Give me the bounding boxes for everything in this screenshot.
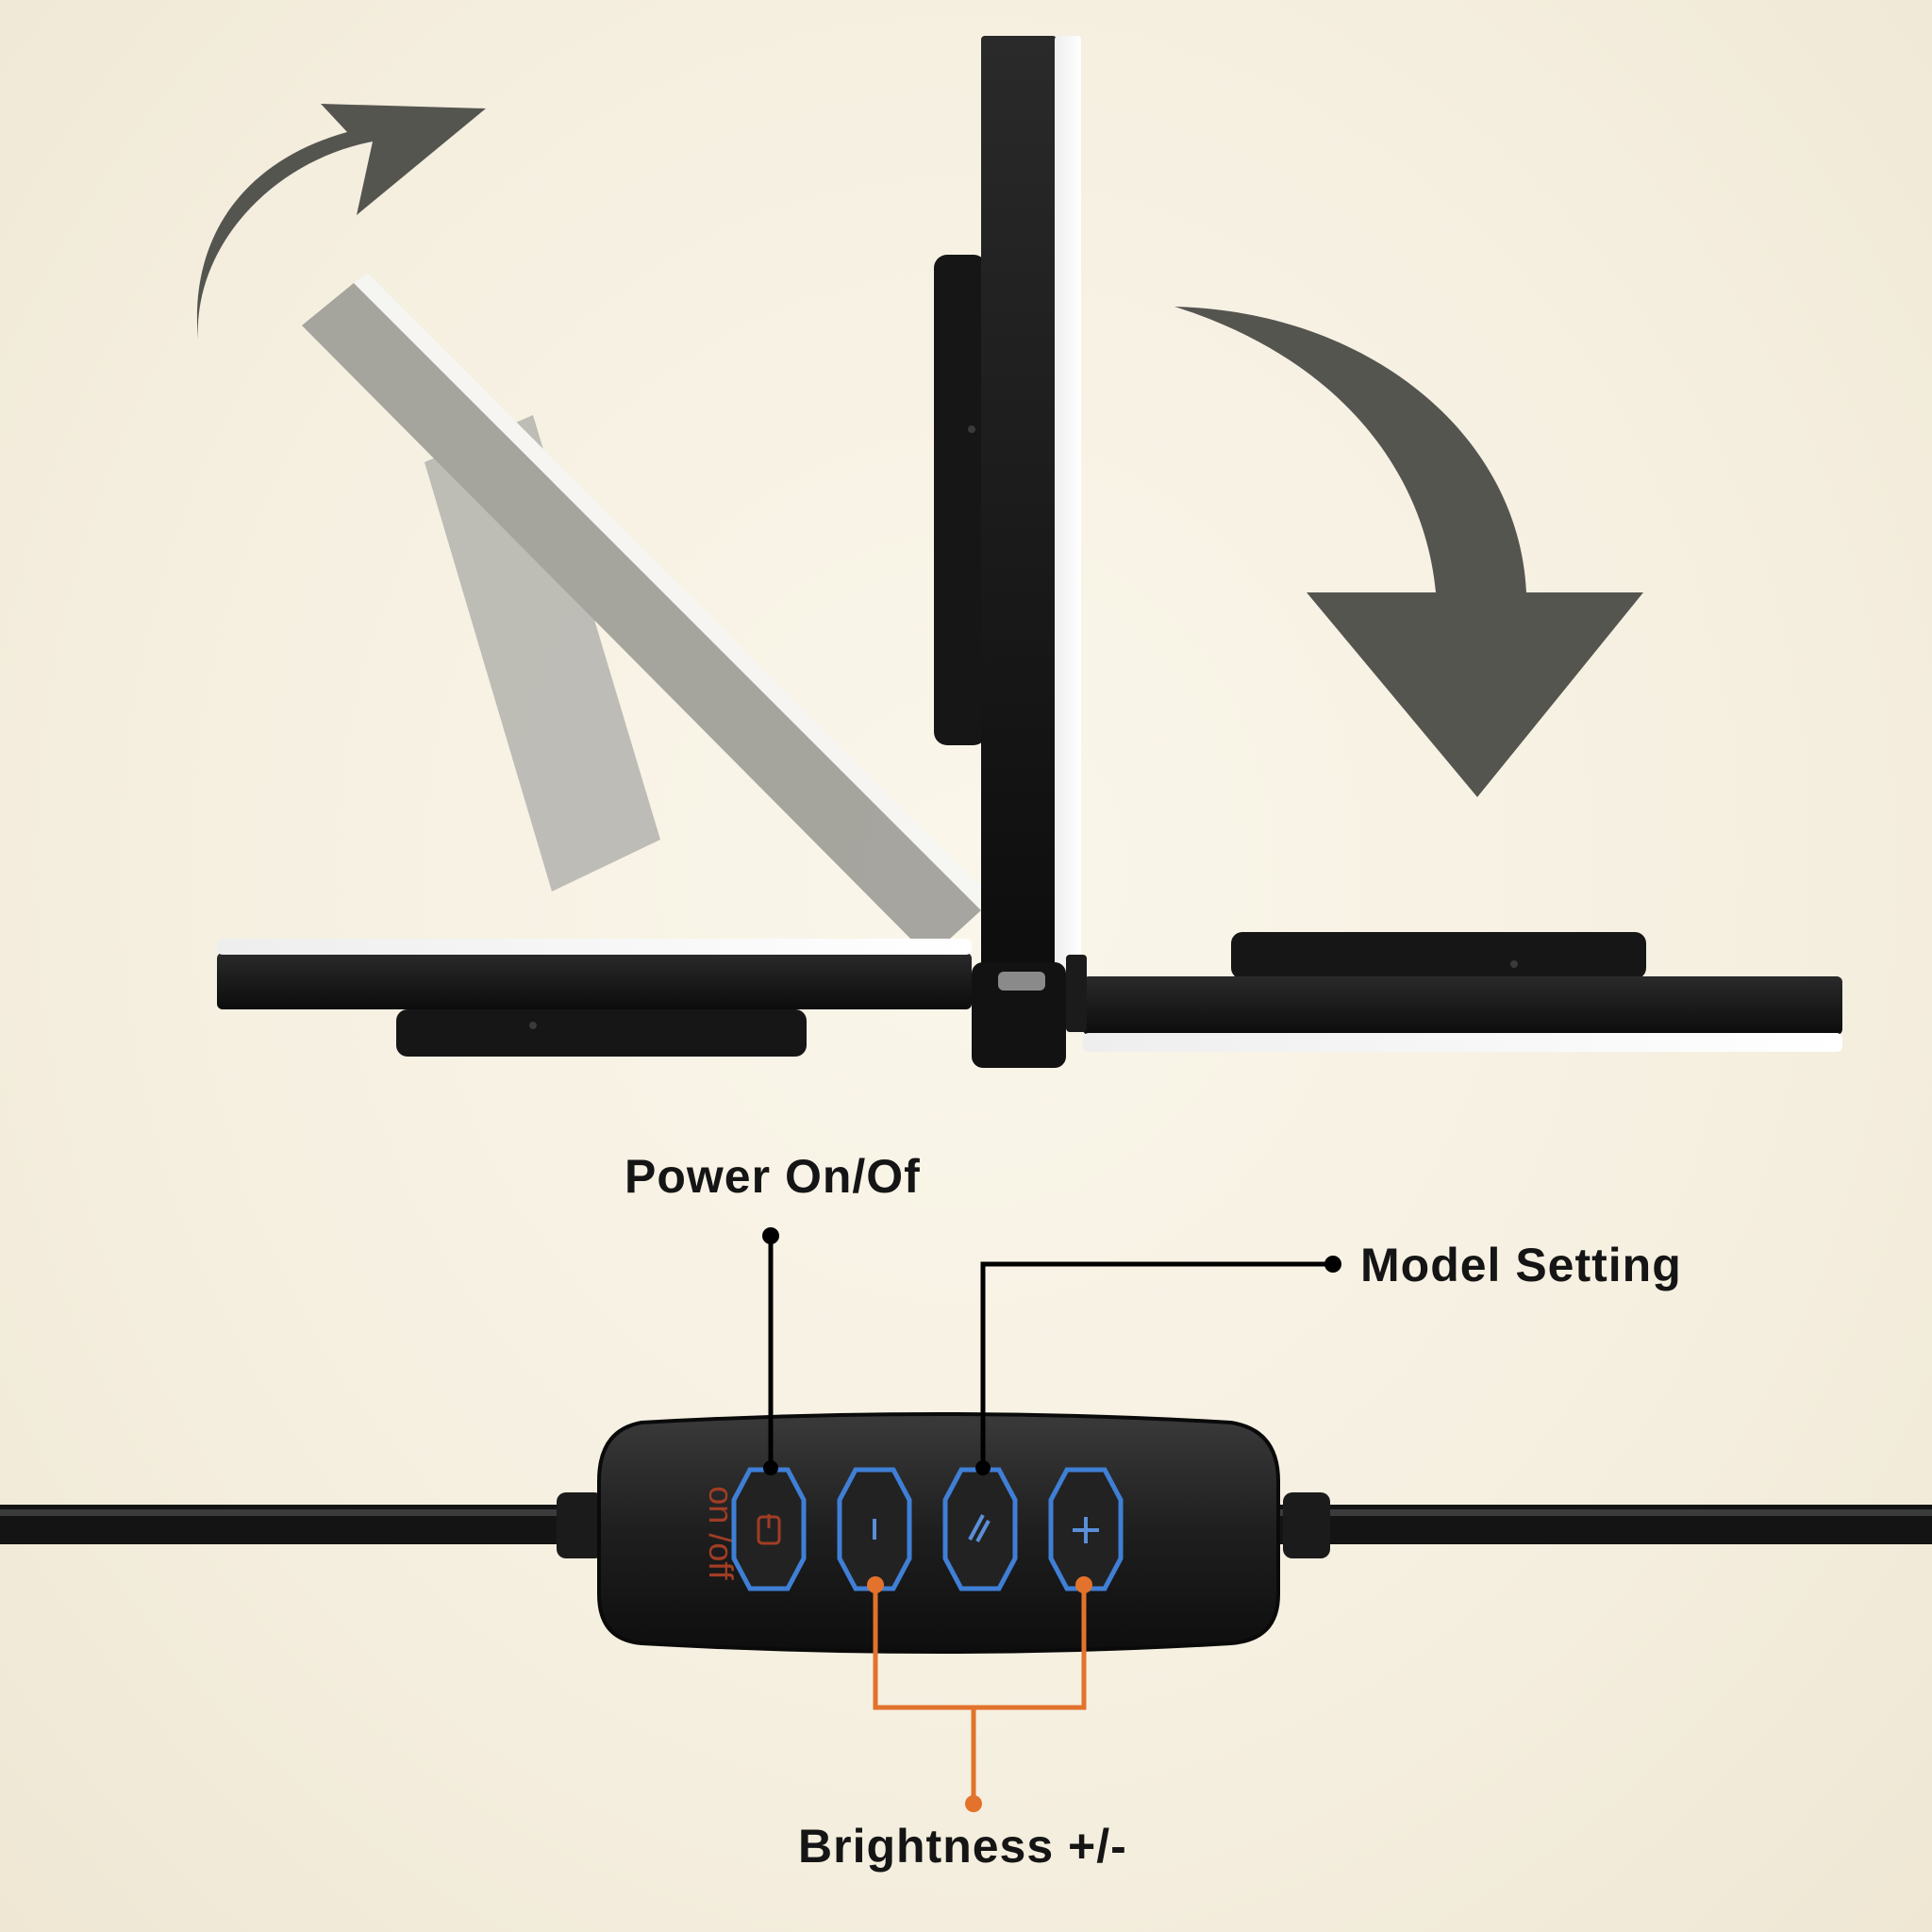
tilted-panel-ghost	[302, 274, 995, 958]
mode-icon	[968, 1514, 991, 1542]
left-panel	[217, 939, 972, 1057]
brightness-plus-button[interactable]	[1048, 1467, 1124, 1591]
brightness-minus-button[interactable]	[837, 1467, 912, 1591]
plus-icon	[1073, 1517, 1099, 1543]
power-button[interactable]	[731, 1467, 807, 1591]
brightness-label: Brightness +/-	[798, 1820, 1127, 1873]
power-label: Power On/Of	[625, 1150, 921, 1203]
model-leader-line	[975, 1256, 1341, 1475]
vertical-panel	[934, 36, 1081, 1003]
hinge	[972, 955, 1087, 1068]
inline-controller: on /off	[597, 1412, 1280, 1654]
right-panel	[1083, 932, 1842, 1052]
curved-arrow-up-icon	[196, 104, 486, 340]
mode-setting-button[interactable]	[942, 1467, 1018, 1591]
power-icon	[757, 1514, 781, 1545]
power-leader-line	[762, 1227, 779, 1475]
curved-arrow-down-icon	[1174, 307, 1643, 797]
model-setting-label: Model Setting	[1360, 1239, 1682, 1291]
brightness-leader-line	[867, 1576, 1092, 1812]
